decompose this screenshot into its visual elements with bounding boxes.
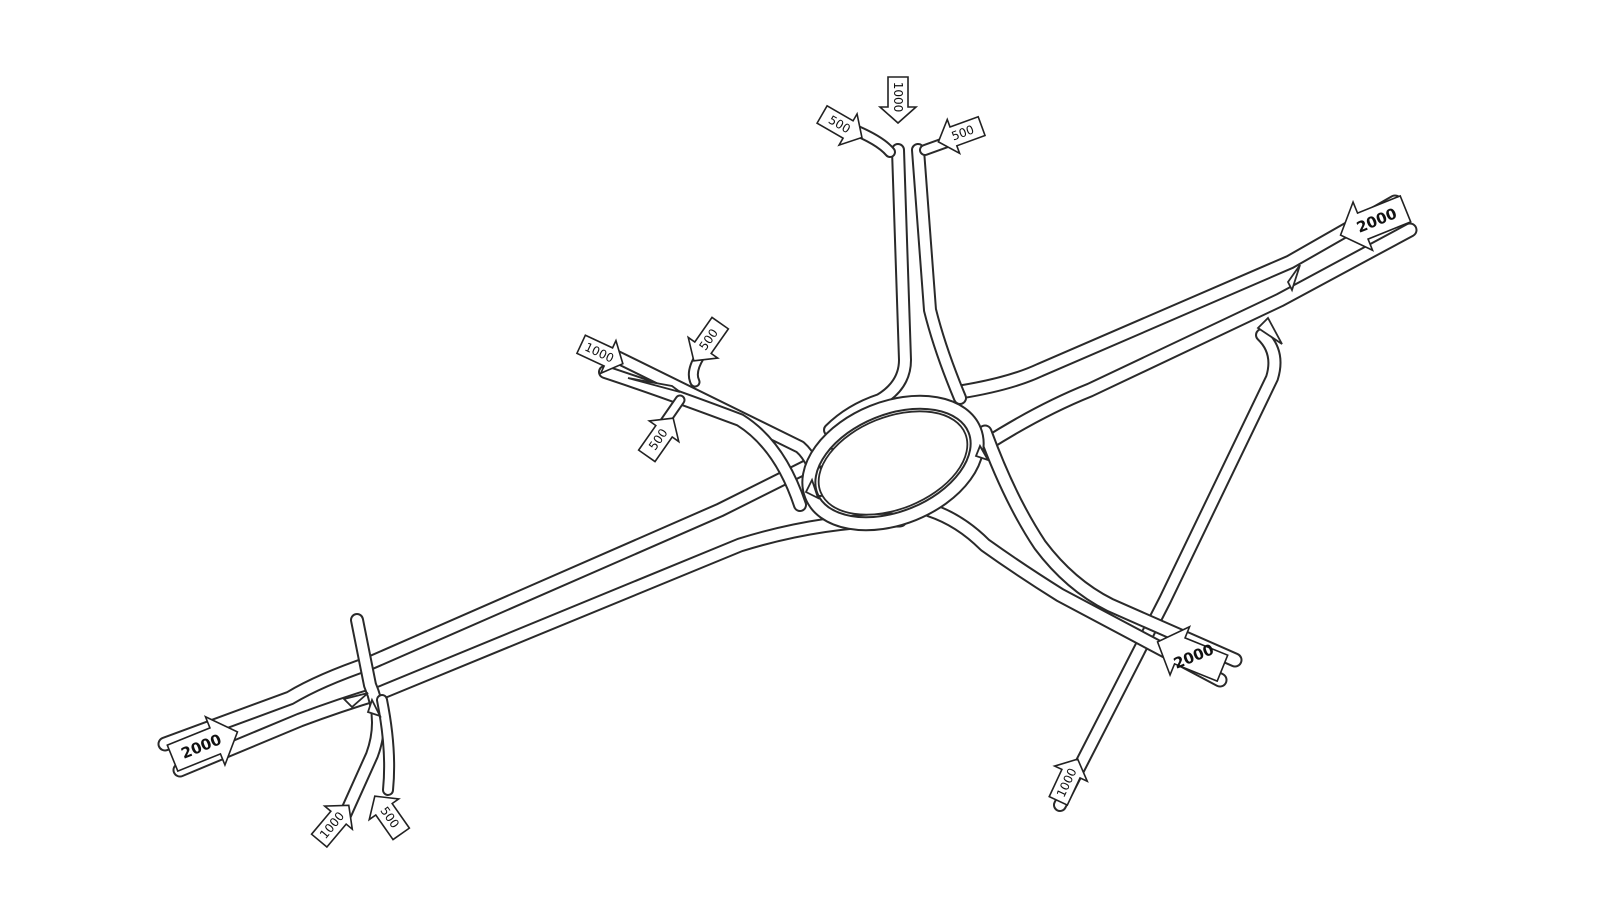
roundabout-island (817, 410, 969, 516)
flow-arrow-south-center: 1000 (1048, 758, 1089, 807)
flow-arrow-southeast-main: 2000 (1156, 625, 1229, 683)
southwest-spur (338, 613, 396, 822)
northwest-merge-island (627, 377, 681, 393)
main-highway-south-carriageway (172, 512, 908, 778)
southeast-diagonal (977, 424, 1243, 668)
east-highway-south (977, 222, 1418, 453)
traffic-islands (342, 264, 1301, 718)
northwest-road (598, 349, 827, 512)
roundabout (801, 394, 985, 532)
main-highway-north-carriageway (157, 447, 838, 752)
southwest-merge-island (342, 692, 369, 709)
flow-arrow-shape (877, 76, 919, 125)
flow-arrow-northwest-upper: 500 (686, 316, 730, 362)
east-connector-ramp (1053, 328, 1282, 812)
flow-arrow-northwest-lower: 500 (637, 417, 681, 463)
east-merge-island (1286, 264, 1301, 293)
west-roundabout-island (804, 477, 820, 500)
north-road-right (911, 143, 967, 405)
east-roundabout-island (974, 443, 990, 462)
flow-arrow-shape (367, 795, 411, 841)
flow-arrow-shape (637, 417, 681, 463)
north-road-left (823, 143, 912, 437)
flow-arrow-north-center: 1000 (877, 76, 919, 125)
flow-arrow-shape (1339, 194, 1412, 252)
flow-arrow-shape (310, 804, 354, 849)
flow-arrow-shape (1048, 758, 1089, 807)
east-highway-north (952, 194, 1403, 400)
flow-arrow-shape (937, 115, 987, 156)
flow-arrow-north-left: 500 (815, 104, 863, 147)
flow-arrow-north-right: 500 (937, 115, 987, 156)
road-network (157, 122, 1418, 822)
flow-arrow-shape (815, 104, 863, 147)
flow-arrow-shape (575, 334, 624, 375)
southeast-highway (922, 502, 1228, 688)
southwest-island (366, 697, 382, 718)
flow-arrow-shape (166, 715, 239, 773)
east-triangle-island (1256, 316, 1283, 345)
flow-arrow-shape (1156, 625, 1229, 683)
flow-arrow-shape (686, 316, 730, 362)
flow-volume-label: 1000 (891, 82, 905, 113)
